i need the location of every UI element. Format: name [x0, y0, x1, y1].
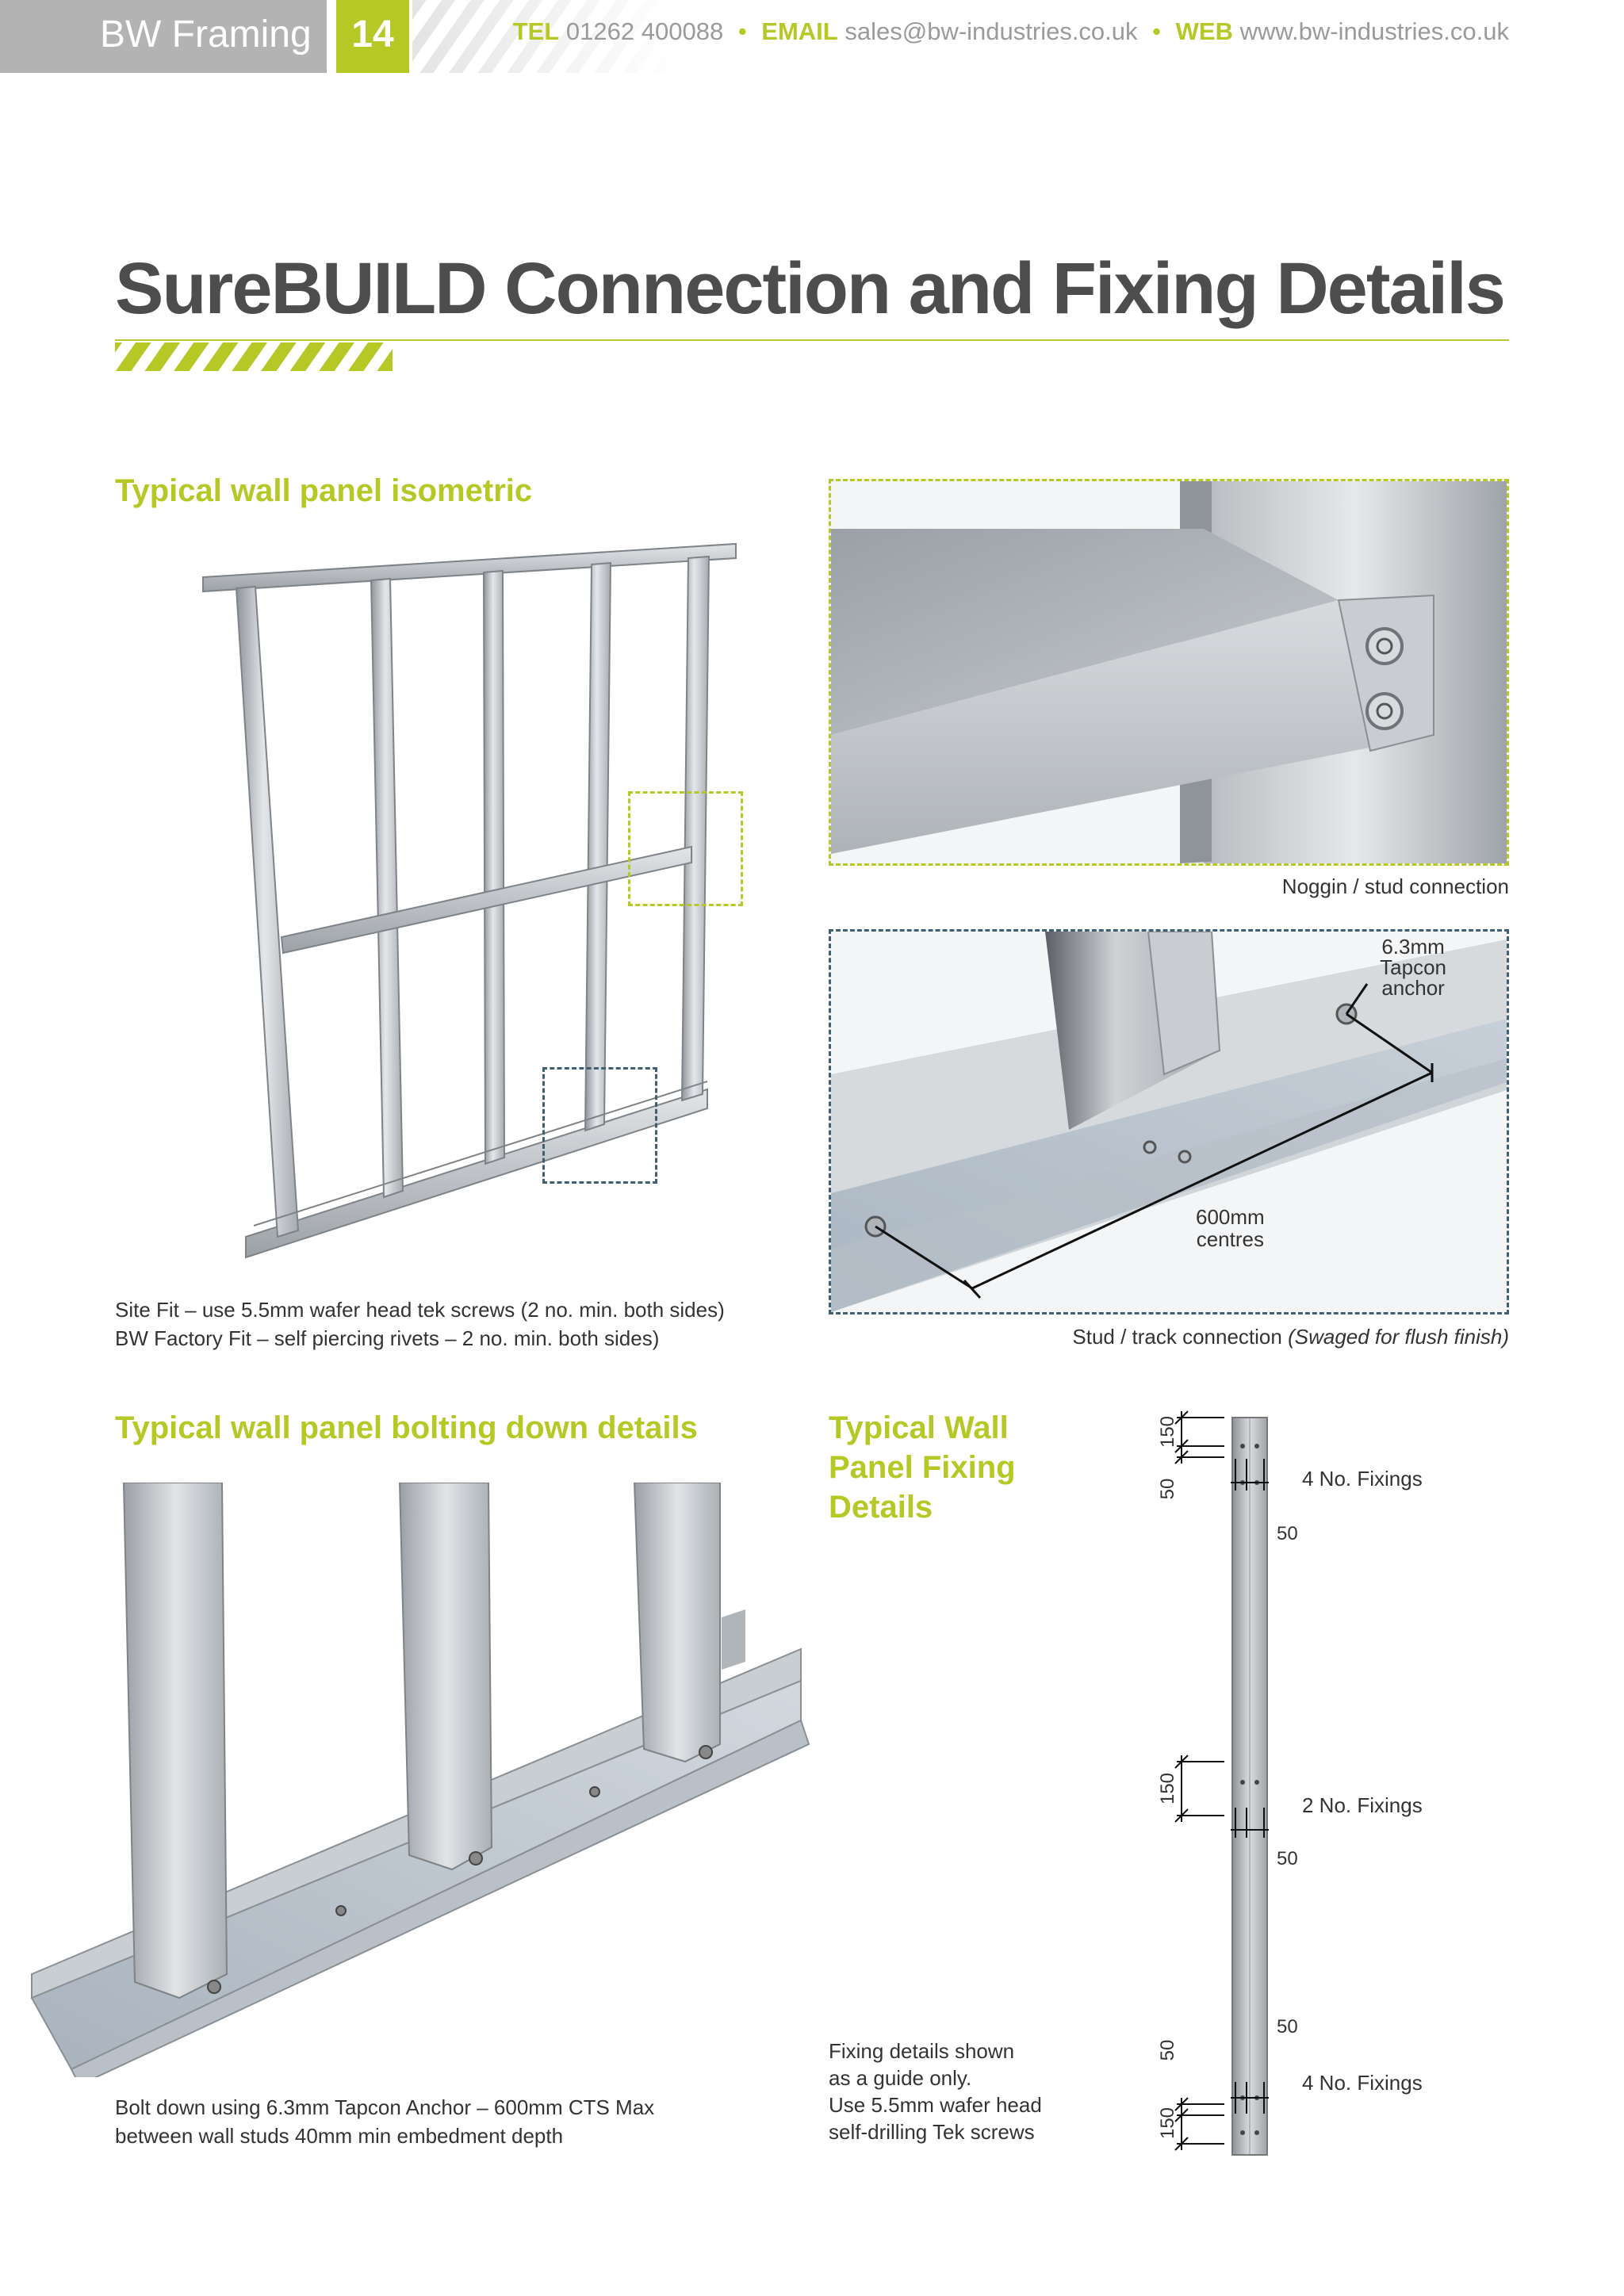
- dim-50-top: 50: [1157, 1479, 1178, 1500]
- page-number: 14: [351, 13, 394, 55]
- separator-dot-icon: •: [1152, 17, 1162, 45]
- header-brand-bar: BW Framing: [0, 0, 327, 73]
- tel-label: TEL: [512, 17, 560, 45]
- header-contact: TEL 01262 400088 • EMAIL sales@bw-indust…: [513, 17, 1509, 46]
- stud-fixing-diagram: 150 50 50 150 50 50 50 150 4 No. Fixings…: [1157, 1410, 1423, 2156]
- dim-50-bottom: 50: [1157, 2040, 1178, 2061]
- dim-150-bottom: 150: [1157, 2107, 1178, 2139]
- title-underline: [115, 339, 1509, 341]
- header-stripe-decoration: [412, 0, 1624, 73]
- fixing-heading: Typical Wall Panel Fixing Details: [829, 1410, 1016, 1525]
- centres-label: 600mm centres: [1196, 1205, 1265, 1251]
- top-fixings-label: 4 No. Fixings: [1302, 1467, 1423, 1490]
- isometric-heading: Typical wall panel isometric: [115, 473, 533, 508]
- bolting-caption-line2: between wall studs 40mm min embedment de…: [115, 2124, 564, 2148]
- middle-fixings-label: 2 No. Fixings: [1302, 1793, 1423, 1817]
- dim-50-top-horizontal: 50: [1277, 1523, 1298, 1544]
- dim-150-top: 150: [1157, 1416, 1178, 1448]
- web-link[interactable]: www.bw-industries.co.uk: [1239, 17, 1509, 45]
- separator-dot-icon: •: [737, 17, 747, 45]
- page-number-badge: 14: [336, 0, 409, 73]
- isometric-caption-line2: BW Factory Fit – self piercing rivets – …: [115, 1326, 660, 1350]
- dim-150-middle: 150: [1157, 1773, 1178, 1804]
- dim-50-bottom-horizontal: 50: [1277, 2016, 1298, 2038]
- page-title: SureBUILD Connection and Fixing Details: [115, 248, 1506, 329]
- noggin-detail-marker: [628, 791, 743, 906]
- title-stripe-decoration: [115, 342, 393, 371]
- isometric-caption-line1: Site Fit – use 5.5mm wafer head tek scre…: [115, 1298, 725, 1322]
- brand-name: BW Framing: [100, 13, 312, 55]
- bottom-fixings-label: 4 No. Fixings: [1302, 2071, 1423, 2095]
- email-label: EMAIL: [761, 17, 838, 45]
- bolting-heading: Typical wall panel bolting down details: [115, 1410, 698, 1445]
- noggin-stud-detail-frame: [829, 479, 1509, 866]
- noggin-stud-photo: [831, 481, 1507, 863]
- bolting-caption-line1: Bolt down using 6.3mm Tapcon Anchor – 60…: [115, 2095, 655, 2119]
- dim-50-middle-horizontal: 50: [1277, 1848, 1298, 1869]
- tapcon-anchor-label: 6.3mm Tapcon anchor: [1380, 935, 1446, 1000]
- stud-track-detail-frame: 6.3mm Tapcon anchor 600mm centres: [829, 929, 1509, 1314]
- email-link[interactable]: sales@bw-industries.co.uk: [845, 17, 1138, 45]
- bolting-down-illustration: [30, 1483, 810, 2077]
- noggin-caption: Noggin / stud connection: [1281, 874, 1509, 898]
- stud-track-photo: [831, 932, 1507, 1312]
- track-detail-marker: [542, 1067, 657, 1184]
- stud-track-caption: Stud / track connection (Swaged for flus…: [1072, 1325, 1509, 1349]
- tel-value: 01262 400088: [565, 17, 724, 45]
- fixing-note: Fixing details shown as a guide only. Us…: [829, 2039, 1042, 2144]
- wall-panel-isometric-illustration: [202, 542, 737, 1259]
- web-label: WEB: [1175, 17, 1233, 45]
